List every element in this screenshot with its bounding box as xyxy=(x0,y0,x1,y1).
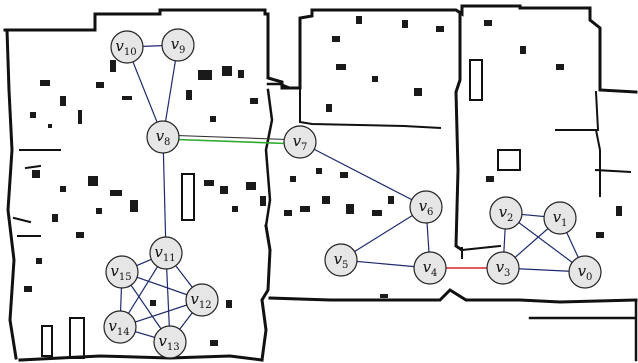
node-label: v11 xyxy=(154,243,175,264)
edge-v8-v7 xyxy=(162,134,301,141)
node-circle xyxy=(283,125,317,159)
node-circle xyxy=(486,251,520,285)
node-v8: v8 xyxy=(146,120,180,154)
node-label: v2 xyxy=(499,203,514,224)
node-circle xyxy=(149,236,183,270)
node-v13: v13 xyxy=(153,325,187,359)
edge-v8-v11 xyxy=(162,136,167,254)
node-v4: v4 xyxy=(413,251,447,285)
node-circle xyxy=(153,325,187,359)
node-circle xyxy=(110,30,144,64)
node-label: v15 xyxy=(110,262,131,283)
node-label: v9 xyxy=(171,35,186,56)
edge-v8-v7 xyxy=(162,138,301,145)
node-circle xyxy=(103,310,137,344)
node-label: v5 xyxy=(334,250,349,271)
node-label: v0 xyxy=(578,262,593,283)
edge-v7-v6 xyxy=(299,141,427,208)
node-v14: v14 xyxy=(103,310,137,344)
node-v15: v15 xyxy=(105,255,139,289)
node-v6: v6 xyxy=(409,190,443,224)
node-circle xyxy=(489,196,523,230)
node-circle xyxy=(409,190,443,224)
node-circle xyxy=(543,201,577,235)
node-label: v8 xyxy=(156,127,171,148)
node-v10: v10 xyxy=(110,30,144,64)
node-v3: v3 xyxy=(486,251,520,285)
node-v11: v11 xyxy=(149,236,183,270)
node-v12: v12 xyxy=(185,283,219,317)
floor-plan-map xyxy=(3,4,638,362)
node-label: v7 xyxy=(293,132,308,153)
node-v2: v2 xyxy=(489,196,523,230)
graph-nodes: v0 v1 v2 v3 v4 v5 v6 v7 v8 v9 v10 v11 v12 v13 v14 v15 xyxy=(103,28,602,359)
node-label: v4 xyxy=(423,258,438,279)
node-v9: v9 xyxy=(161,28,195,62)
node-v7: v7 xyxy=(283,125,317,159)
node-v1: v1 xyxy=(543,201,577,235)
node-label: v1 xyxy=(553,208,568,229)
node-circle xyxy=(105,255,139,289)
node-label: v13 xyxy=(158,332,179,353)
node-label: v6 xyxy=(419,197,434,218)
node-label: v10 xyxy=(115,37,136,58)
node-circle xyxy=(413,251,447,285)
node-circle xyxy=(146,120,180,154)
node-label: v3 xyxy=(496,258,511,279)
node-circle xyxy=(324,243,358,277)
node-label: v12 xyxy=(190,290,211,311)
node-label: v14 xyxy=(108,317,129,338)
node-v0: v0 xyxy=(568,255,602,289)
edge-v6-v5 xyxy=(340,206,427,261)
node-circle xyxy=(161,28,195,62)
node-circle xyxy=(568,255,602,289)
node-circle xyxy=(185,283,219,317)
node-v5: v5 xyxy=(324,243,358,277)
